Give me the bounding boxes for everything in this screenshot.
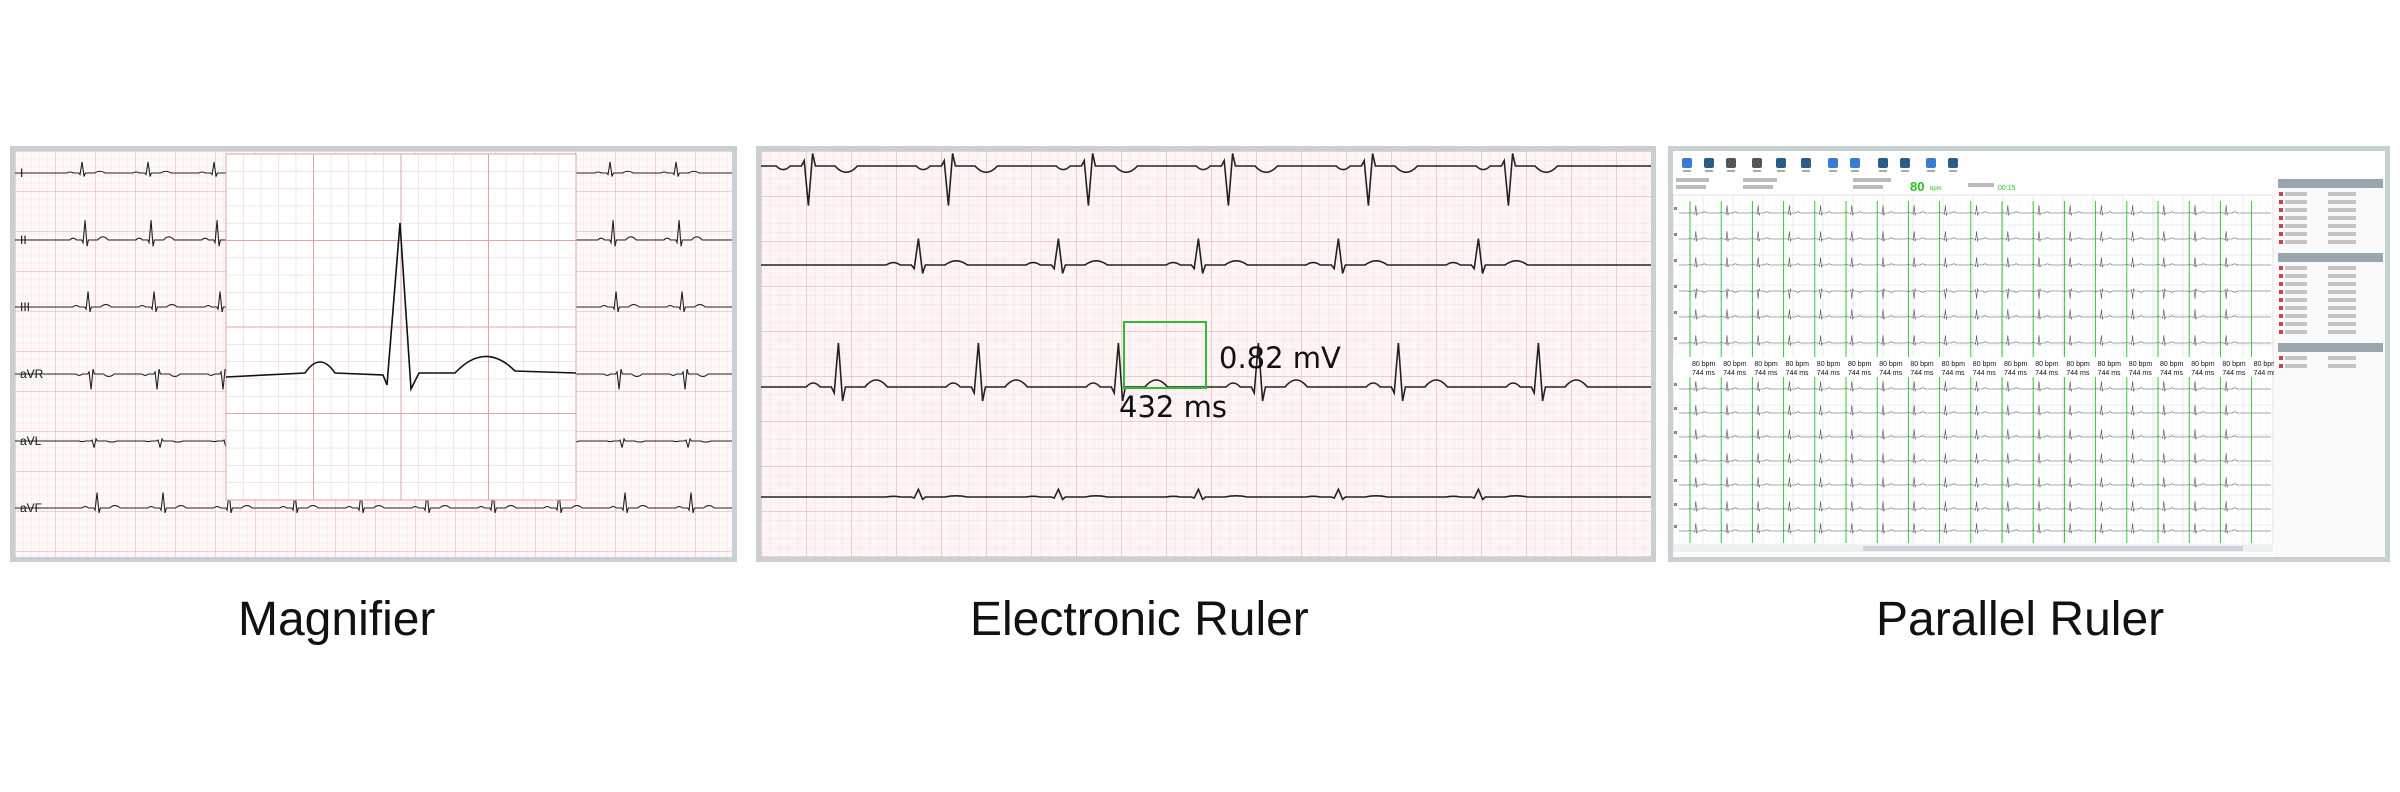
chart-icon[interactable] (1752, 158, 1762, 172)
beat-rate-label: 80 bpm (1723, 361, 1747, 368)
beat-rate-label: 80 bpm (2222, 361, 2246, 368)
scrollbar-thumb[interactable] (1863, 546, 2243, 551)
beat-interval-label: 744 ms (1910, 370, 1933, 377)
lead-label-avl: aVL (20, 434, 42, 448)
edit-icon[interactable] (1926, 158, 1936, 172)
beat-rate-label: 80 bpm (1848, 361, 1872, 368)
toolbar-icons (1682, 158, 1958, 172)
export-icon[interactable] (1776, 158, 1786, 172)
beat-interval-label: 744 ms (2004, 370, 2027, 377)
patient-info-header (2278, 179, 2383, 188)
beat-interval-label: 744 ms (2222, 370, 2245, 377)
beat-rate-label: 80 bpm (1754, 361, 1778, 368)
beat-interval-label: 744 ms (2066, 370, 2089, 377)
parallel-ruler-caption: Parallel Ruler (1876, 593, 2165, 646)
heart-rate-unit: bpm (1930, 186, 1942, 192)
electronic-ruler-caption: Electronic Ruler (970, 593, 1309, 646)
zoom-out-icon[interactable] (1900, 158, 1910, 172)
beat-rate-label: 80 bpm (2098, 361, 2122, 368)
measurement-header (2278, 253, 2383, 262)
lead-label-ii: II (20, 233, 27, 247)
beat-interval-label: 744 ms (1973, 370, 1996, 377)
beat-rate-label: 80 bpm (2191, 361, 2215, 368)
export-icon[interactable] (1850, 158, 1860, 172)
beat-interval-label: 744 ms (1879, 370, 1902, 377)
beat-interval-label: 744 ms (1723, 370, 1746, 377)
beat-rate-label: 80 bpm (1692, 361, 1716, 368)
beat-interval-label: 744 ms (1754, 370, 1777, 377)
beat-rate-label: 80 bpm (1786, 361, 1810, 368)
amplitude-readout: 0.82 mV (1219, 341, 1341, 375)
lead-labels: I II III aVR aVL aVF (20, 166, 44, 515)
magnifier-ecg-view[interactable]: I II III aVR aVL aVF (15, 151, 732, 557)
magnifier-panel: I II III aVR aVL aVF (10, 146, 737, 562)
beat-interval-label: 744 ms (1786, 370, 1809, 377)
beat-rate-label: 80 bpm (2004, 361, 2028, 368)
record-info: 80 bpm 00:15 (1676, 178, 2016, 194)
beat-rate-label: 80 bpm (1879, 361, 1903, 368)
beat-measurements: 80 bpm 744 ms 80 bpm 744 ms 80 bpm 744 ms 80 b… (1673, 357, 2277, 377)
beat-rate-label: 80 bpm (2129, 361, 2153, 368)
settings-icon[interactable] (1704, 158, 1714, 172)
beat-interval-label: 744 ms (2035, 370, 2058, 377)
lead-label-iii: III (20, 300, 30, 314)
beat-interval-label: 744 ms (1848, 370, 1871, 377)
search-icon[interactable] (1828, 158, 1838, 172)
lead-label-avf: aVF (20, 501, 42, 515)
beat-rate-label: 80 bpm (2066, 361, 2090, 368)
beat-rate-label: 80 bpm (2160, 361, 2184, 368)
heart-rate-value: 80 (1910, 179, 1924, 194)
beat-rate-label: 80 bpm (1973, 361, 1997, 368)
lead-traces (1674, 205, 2271, 534)
beat-interval-label: 744 ms (1942, 370, 1965, 377)
monitor-icon[interactable] (1682, 158, 1692, 172)
zoom-in-icon[interactable] (1878, 158, 1888, 172)
magnified-beat-trace (225, 222, 577, 392)
record-timer: 00:15 (1998, 185, 2016, 192)
electronic-ruler-panel: 0.82 mV 432 ms (756, 146, 1656, 562)
beat-rate-label: 80 bpm (2254, 361, 2278, 368)
measurement-box[interactable] (1123, 321, 1207, 389)
beat-rate-label: 80 bpm (1910, 361, 1934, 368)
magnifier-window[interactable] (225, 153, 577, 501)
beat-interval-label: 744 ms (1817, 370, 1840, 377)
interval-readout: 432 ms (1119, 390, 1227, 424)
file-icon[interactable] (1801, 158, 1811, 172)
beat-interval-label: 744 ms (2129, 370, 2152, 377)
beat-rate-label: 80 bpm (2035, 361, 2059, 368)
beat-interval-label: 744 ms (2254, 370, 2277, 377)
toolbar (1673, 151, 2385, 177)
lead-label-avr: aVR (20, 367, 44, 381)
beat-interval-label: 744 ms (2191, 370, 2214, 377)
beat-rate-label: 80 bpm (1817, 361, 1841, 368)
diagnosis-header (2278, 343, 2383, 352)
beat-interval-label: 744 ms (2098, 370, 2121, 377)
ruler-ecg-view[interactable]: 0.82 mV 432 ms (761, 151, 1651, 557)
beat-rate-label: 80 bpm (1942, 361, 1966, 368)
beat-interval-label: 744 ms (2160, 370, 2183, 377)
help-icon[interactable] (1948, 158, 1958, 172)
beat-interval-label: 744 ms (1692, 370, 1715, 377)
side-panel (2274, 177, 2385, 557)
lead-label-i: I (20, 166, 23, 180)
document-icon[interactable] (1726, 158, 1736, 172)
magnifier-caption: Magnifier (238, 593, 436, 646)
